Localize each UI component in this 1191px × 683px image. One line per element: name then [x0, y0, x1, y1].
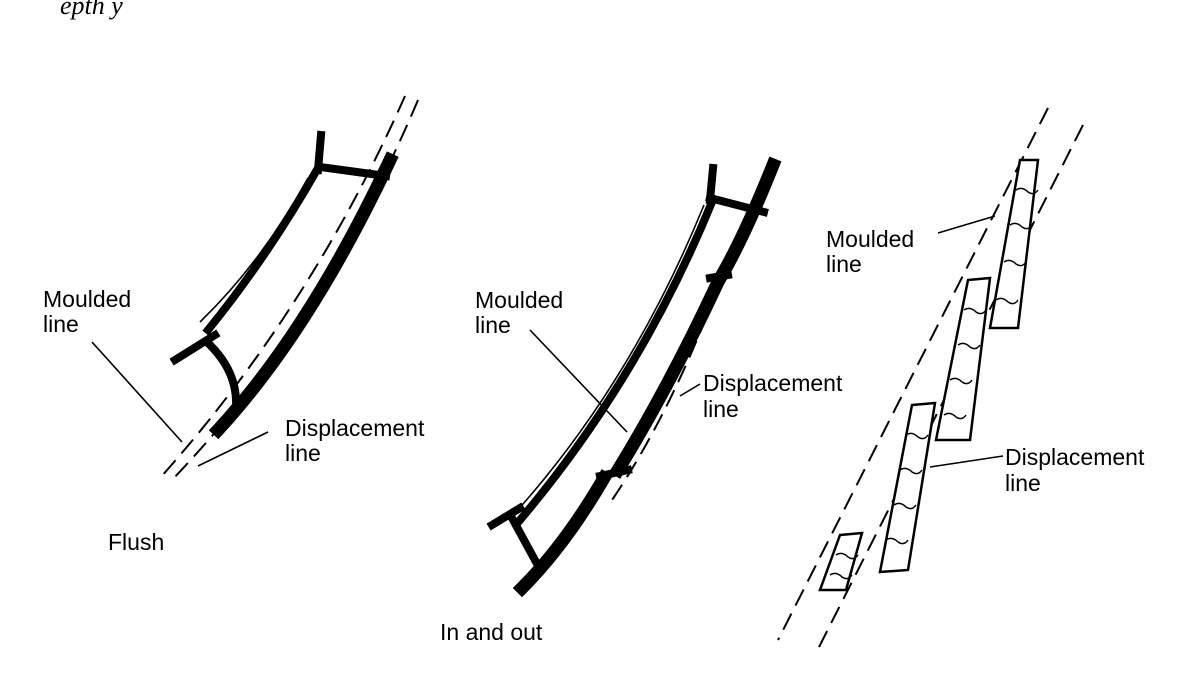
clinker-strake-1 [988, 158, 1040, 330]
inout-inner-flange [514, 196, 718, 526]
clinker-grain-3 [885, 432, 929, 545]
inout-caption: In and out [440, 619, 543, 645]
inout-moulded-label-1: Moulded [475, 287, 563, 313]
flush-displacement-dash-1 [159, 95, 406, 479]
inout-displacement-leader [679, 383, 701, 397]
inout-displacement-label-1: Displacement [703, 370, 843, 396]
flush-inner-plate-inner [199, 177, 309, 323]
clinker-grain-4 [829, 552, 859, 580]
inout-frame-top-web [705, 193, 769, 217]
inout-inner-plate-inner [515, 204, 705, 513]
inout-joggle-lower [595, 465, 633, 481]
flush-frame-top [315, 162, 391, 181]
inout-inner-strake [609, 273, 727, 479]
flush-inner-flange [202, 162, 324, 336]
clinker-displacement-dash [814, 124, 1084, 656]
inout-frame-bottom-web [506, 512, 542, 568]
flush-moulded-label-1: Moulded [43, 286, 131, 312]
clinker-displacement-label-2: line [1005, 470, 1041, 496]
inout-frame-bottom-flange [486, 502, 526, 531]
inout-displacement-label-2: line [703, 396, 739, 422]
clinker-grain-2 [943, 307, 987, 420]
clinker-strake-2 [934, 276, 992, 442]
flush-displacement-label-1: Displacement [285, 415, 425, 441]
flush-displacement-label-2: line [285, 440, 321, 466]
flush-caption: Flush [108, 529, 164, 555]
flush-moulded-label-2: line [43, 311, 79, 337]
clinker-strake-3 [878, 401, 937, 574]
clinker-panel: Moulded line Displacement line [777, 107, 1145, 656]
in-and-out-panel: Moulded line Displacement line In and ou… [440, 156, 843, 645]
clinker-moulded-leader [937, 215, 996, 234]
inout-joggle-upper [705, 270, 733, 283]
flush-panel: Moulded line Displacement line Flush [43, 95, 425, 555]
flush-moulded-leader [91, 341, 183, 443]
clinker-moulded-label-1: Moulded [826, 226, 914, 252]
flush-shell-plate [208, 151, 399, 440]
flush-displacement-leader [197, 431, 269, 467]
clinker-grain-1 [995, 187, 1039, 305]
inout-moulded-label-2: line [475, 312, 511, 338]
header-partial-text: epth y [60, 0, 123, 20]
clinker-strake-4 [818, 531, 864, 592]
inout-outer-strake-lower [512, 469, 613, 598]
clinker-moulded-label-2: line [826, 251, 862, 277]
clinker-displacement-leader [929, 455, 1004, 468]
flush-bracket-curve [204, 339, 241, 405]
flush-frame-bottom-flange [169, 329, 221, 366]
inout-outer-strake-upper [713, 156, 782, 284]
clinker-displacement-label-1: Displacement [1005, 444, 1145, 470]
inout-moulded-leader [529, 329, 628, 433]
clinker-moulded-dash [777, 107, 1049, 641]
